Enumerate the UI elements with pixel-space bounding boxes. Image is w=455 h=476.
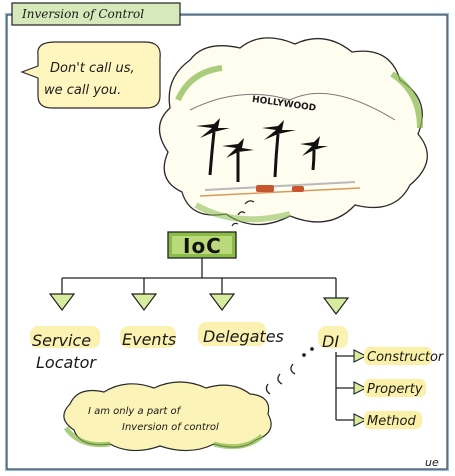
tree-arrowheads bbox=[48, 293, 350, 315]
title-tab: Inversion of Control bbox=[11, 2, 181, 26]
speech-line-2: we call you. bbox=[44, 83, 121, 98]
branch-locator: Locator bbox=[36, 353, 97, 372]
di-method: Method bbox=[367, 414, 417, 429]
outer-frame bbox=[5, 13, 449, 471]
note-cloud: I am only a part of Inversion of control bbox=[63, 381, 272, 452]
note-line-1: I am only a part of bbox=[88, 406, 182, 417]
ioc-label: IoC bbox=[183, 234, 222, 258]
branch-events: Events bbox=[122, 330, 176, 349]
speech-bubble: Don't call us, we call you. bbox=[20, 41, 161, 109]
tree-connectors bbox=[61, 258, 337, 300]
branch-delegates: Delegates bbox=[203, 327, 284, 346]
di-arrowheads bbox=[353, 349, 368, 427]
di-constructor: Constructor bbox=[367, 350, 445, 365]
hollywood-cloud: HOLLYWOOD bbox=[158, 37, 428, 226]
branch-service: Service bbox=[32, 331, 91, 350]
signature: ue bbox=[425, 456, 439, 469]
note-line-2: Inversion of control bbox=[122, 422, 219, 433]
ioc-box: IoC bbox=[167, 231, 237, 259]
title: Inversion of Control bbox=[21, 7, 144, 21]
branch-highlights bbox=[30, 322, 348, 348]
thought-dots-bottom bbox=[265, 347, 314, 395]
thought-dots-top bbox=[231, 200, 255, 227]
di-child-highlights bbox=[364, 347, 432, 429]
di-connectors bbox=[335, 352, 356, 421]
speech-line-1: Don't call us, bbox=[50, 61, 135, 76]
di-property: Property bbox=[367, 382, 423, 397]
branch-di: DI bbox=[322, 332, 339, 351]
